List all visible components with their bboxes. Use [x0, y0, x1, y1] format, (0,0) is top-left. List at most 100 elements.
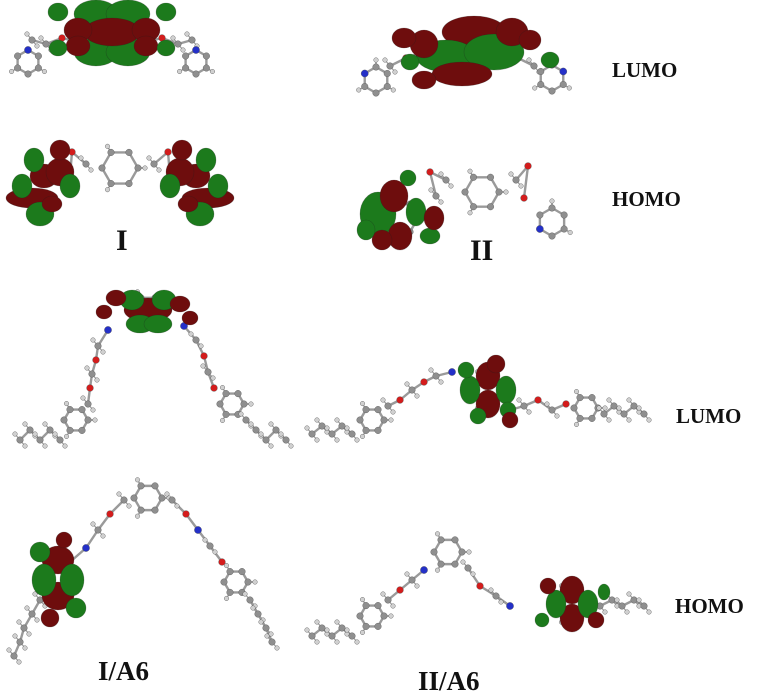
carbon-atom — [240, 400, 248, 408]
nitrogen-atom — [104, 326, 112, 334]
hydrogen-atom — [360, 401, 366, 407]
carbon-atom — [78, 426, 86, 434]
hydrogen-atom — [428, 187, 434, 193]
orbital-lobe-negative — [156, 39, 176, 57]
homo-label-top: HOMO — [612, 187, 681, 211]
hydrogen-atom — [288, 443, 294, 449]
hydrogen-atom — [354, 639, 360, 645]
carbon-atom — [548, 406, 556, 414]
carbon-atom — [356, 612, 364, 620]
nitrogen-atom — [536, 225, 544, 233]
hydrogen-atom — [100, 349, 106, 355]
orbital-lobe-negative — [48, 39, 68, 57]
carbon-atom — [487, 173, 495, 181]
orbital-lobe-negative — [577, 589, 599, 619]
carbon-atom — [361, 82, 369, 90]
carbon-atom — [14, 64, 22, 72]
carbon-atom — [318, 422, 326, 430]
orbital-lobe-positive — [181, 310, 199, 326]
carbon-atom — [242, 416, 250, 424]
carbon-atom — [536, 211, 544, 219]
hydrogen-atom — [470, 571, 476, 577]
oxygen-atom — [426, 168, 434, 176]
orbital-lobe-negative — [405, 197, 427, 227]
carbon-atom — [150, 160, 158, 168]
hydrogen-atom — [90, 337, 96, 343]
oxygen-atom — [106, 510, 114, 518]
carbon-atom — [362, 406, 370, 414]
orbital-lobe-negative — [469, 407, 487, 425]
orbital-lobe-negative — [419, 227, 441, 245]
hydrogen-atom — [390, 87, 396, 93]
carbon-atom — [470, 173, 478, 181]
carbon-atom — [234, 390, 242, 398]
hydrogen-atom — [268, 631, 274, 637]
carbon-atom — [560, 225, 568, 233]
carbon-atom — [386, 62, 394, 70]
complex-IIA6-label: II/A6 — [418, 666, 480, 696]
carbon-atom — [88, 370, 96, 378]
carbon-atom — [204, 368, 212, 376]
orbital-lobe-negative — [11, 173, 33, 199]
carbon-atom — [384, 596, 392, 604]
hydrogen-atom — [414, 393, 420, 399]
carbon-atom — [282, 436, 290, 444]
carbon-atom — [308, 632, 316, 640]
carbon-atom — [608, 596, 616, 604]
hydrogen-atom — [390, 409, 396, 415]
carbon-atom — [94, 526, 102, 534]
hydrogen-atom — [6, 647, 12, 653]
orbital-lobe-positive — [391, 27, 417, 49]
nitrogen-atom — [24, 46, 32, 54]
carbon-atom — [120, 496, 128, 504]
hydrogen-atom — [404, 571, 410, 577]
carbon-atom — [84, 416, 92, 424]
lumo-label-bottom: LUMO — [676, 404, 742, 428]
hydrogen-atom — [88, 167, 94, 173]
carbon-atom — [174, 40, 182, 48]
hydrogen-atom — [344, 425, 350, 431]
carbon-atom — [437, 560, 445, 568]
carbon-atom — [372, 89, 380, 97]
hydrogen-atom — [602, 405, 608, 411]
orbital-lobe-positive — [133, 35, 159, 57]
carbon-atom — [640, 602, 648, 610]
hydrogen-atom — [646, 609, 652, 615]
carbon-atom — [458, 548, 466, 556]
hydrogen-atom — [304, 627, 310, 633]
orbital-lobe-negative — [495, 375, 517, 405]
hydrogen-atom — [146, 155, 152, 161]
carbon-atom — [374, 602, 382, 610]
orbital-lobe-negative — [143, 314, 173, 334]
orbital-lobe-negative — [29, 541, 51, 563]
hydrogen-atom — [104, 187, 110, 193]
hydrogen-atom — [616, 405, 622, 411]
carbon-atom — [328, 632, 336, 640]
complex-IA6-label: I/A6 — [98, 656, 150, 686]
hydrogen-atom — [566, 85, 572, 91]
carbon-atom — [60, 416, 68, 424]
orbital-lobe-negative — [47, 2, 69, 22]
hydrogen-atom — [80, 395, 86, 401]
carbon-atom — [272, 426, 280, 434]
hydrogen-atom — [242, 591, 248, 597]
oxygen-atom — [476, 582, 484, 590]
carbon-atom — [222, 390, 230, 398]
carbon-atom — [610, 402, 618, 410]
carbon-atom — [262, 436, 270, 444]
nitrogen-atom — [82, 544, 90, 552]
hydrogen-atom — [188, 331, 194, 337]
hydrogen-atom — [16, 619, 22, 625]
carbon-atom — [560, 211, 568, 219]
orbital-lobe-positive — [171, 139, 193, 161]
carbon-atom — [328, 430, 336, 438]
oxygen-atom — [164, 148, 172, 156]
carbon-atom — [318, 624, 326, 632]
orbital-lobe-positive — [379, 179, 409, 213]
hydrogen-atom — [488, 587, 494, 593]
hydrogen-atom — [503, 189, 509, 195]
hydrogen-atom — [614, 597, 620, 603]
orbital-lobe-negative — [65, 597, 87, 619]
orbital-lobe-positive — [83, 17, 141, 47]
hydrogen-atom — [78, 155, 84, 161]
